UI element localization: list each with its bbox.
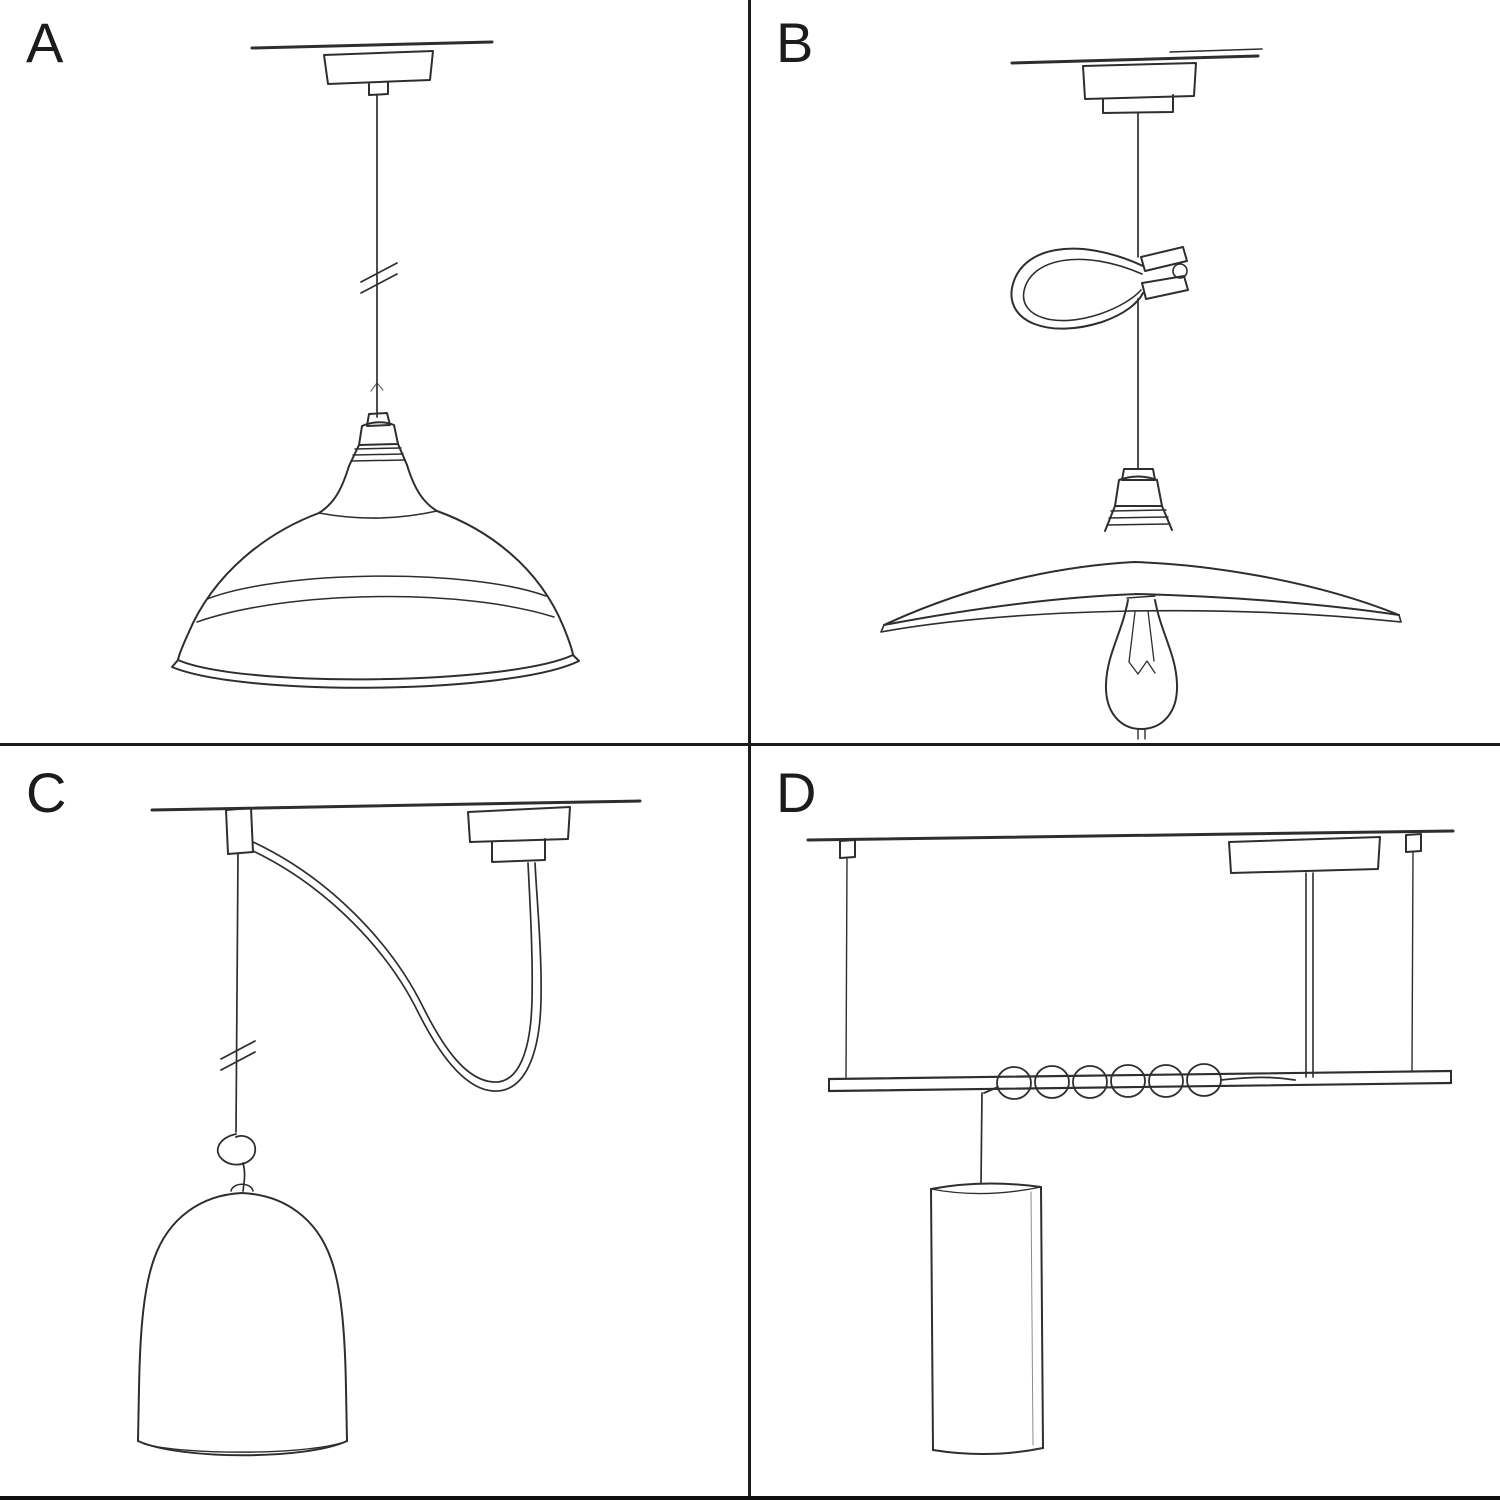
cable-length-marks — [360, 262, 398, 294]
panel-d: D — [750, 750, 1500, 1500]
coil-lead-in — [1220, 1076, 1296, 1081]
tube-shade-top-inner — [930, 1186, 1042, 1195]
clothespin-clip-upper-jaw — [1140, 246, 1188, 272]
ceiling-rose — [323, 50, 434, 85]
coil-lead-out — [983, 1086, 999, 1094]
ceiling-rose — [1228, 836, 1381, 874]
drop-cable — [980, 1092, 983, 1184]
panel-d-label: D — [776, 761, 818, 824]
ceiling-rose-step — [491, 838, 546, 863]
shade-cone-right — [406, 464, 438, 512]
ceiling-rose-neck — [368, 81, 389, 96]
horizontal-divider — [0, 743, 1500, 746]
bulb-filament-zigzag — [1128, 660, 1156, 675]
panel-b-sketch — [880, 48, 1402, 740]
ceiling-line — [1010, 54, 1260, 65]
pendant-d — [806, 829, 1455, 1456]
bell-shade-left — [137, 1192, 243, 1442]
tube-shade-top — [930, 1182, 1042, 1190]
cable-coil-3 — [1072, 1065, 1108, 1099]
shade-cone-base — [318, 510, 438, 519]
cable-length-marks — [220, 1040, 256, 1071]
bulb-neck — [1126, 595, 1156, 599]
pendant-c — [137, 799, 642, 1457]
wall-hook-bracket — [225, 807, 254, 855]
left-suspension-wire — [845, 857, 848, 1078]
panel-a-label: A — [26, 11, 65, 74]
tube-shade-right — [1040, 1186, 1044, 1449]
clip-spring — [1172, 263, 1188, 279]
bell-shade-bottom-inner — [143, 1442, 342, 1453]
bar-bottom-edge — [827, 1081, 1453, 1093]
shade-left-edge — [177, 512, 320, 661]
ceiling-line — [806, 829, 1455, 842]
pendant-b — [880, 48, 1402, 740]
cable-coil-5 — [1148, 1064, 1184, 1098]
shade-band-line-2 — [196, 595, 555, 623]
plate-shade-top — [883, 561, 1400, 626]
ceiling-line — [150, 799, 642, 812]
bell-shade-right — [241, 1192, 348, 1442]
ceiling-rose — [467, 806, 571, 843]
tube-shade-shading-line — [1030, 1191, 1034, 1446]
cable-knot — [216, 1133, 257, 1166]
bar-end-caps — [828, 1070, 1452, 1092]
shade-cone-left — [318, 465, 350, 514]
shade-right-edge — [436, 510, 574, 656]
cable-coil-1 — [996, 1066, 1032, 1100]
hanging-loop-inner — [1022, 258, 1143, 322]
tube-shade-left — [930, 1188, 934, 1451]
plate-shade-bottom — [883, 593, 1400, 626]
cable-coil-6 — [1186, 1063, 1222, 1097]
panel-b-label: B — [776, 11, 815, 74]
panel-d-sketch — [806, 829, 1455, 1456]
bottom-frame-line — [0, 1496, 1500, 1500]
swag-cable-outer — [252, 841, 534, 1083]
swag-cable-inner — [252, 850, 542, 1092]
vertical-divider — [748, 0, 751, 1500]
plate-shade-lip — [880, 609, 1402, 633]
panel-c: C — [0, 750, 750, 1500]
shade-band-line-1 — [206, 575, 547, 600]
hanging-loop-outer — [1010, 247, 1144, 330]
clothespin-clip-lower-jaw — [1141, 275, 1189, 300]
socket-rings — [1106, 509, 1171, 526]
lamp-holder-cup — [358, 421, 399, 446]
cable-coil-2 — [1034, 1065, 1070, 1099]
cable-coil-4 — [1110, 1064, 1146, 1098]
bar-top-edge — [827, 1069, 1453, 1081]
left-wire-fitting — [839, 839, 856, 859]
right-wire-fitting — [1405, 833, 1422, 853]
pendant-a — [171, 40, 580, 689]
shade-bottom-rim — [177, 654, 574, 681]
ceiling-line — [250, 40, 494, 50]
bulb-filament-stems — [1128, 610, 1155, 663]
lamp-holder-rings — [350, 447, 406, 462]
panel-c-sketch — [137, 799, 642, 1457]
ceiling-rose — [1082, 62, 1197, 100]
socket-body — [1114, 475, 1163, 507]
drop-cable — [235, 853, 239, 1133]
cable-chevron-mark — [370, 382, 384, 392]
panel-c-label: C — [26, 761, 68, 824]
panel-a: A — [0, 0, 750, 750]
cable-ferrule — [366, 412, 391, 427]
light-bulb — [1104, 599, 1179, 730]
bulb-pip — [1137, 728, 1146, 740]
shade-rim-lip — [171, 654, 580, 689]
bell-top-knob — [230, 1183, 254, 1192]
right-suspension-wire — [1411, 851, 1414, 1073]
panel-a-sketch — [171, 40, 580, 689]
panel-b: B — [750, 0, 1500, 750]
ceiling-line-sketch-stroke — [1169, 48, 1263, 53]
tube-shade-bottom — [932, 1447, 1044, 1456]
knot-tail — [242, 1162, 246, 1192]
